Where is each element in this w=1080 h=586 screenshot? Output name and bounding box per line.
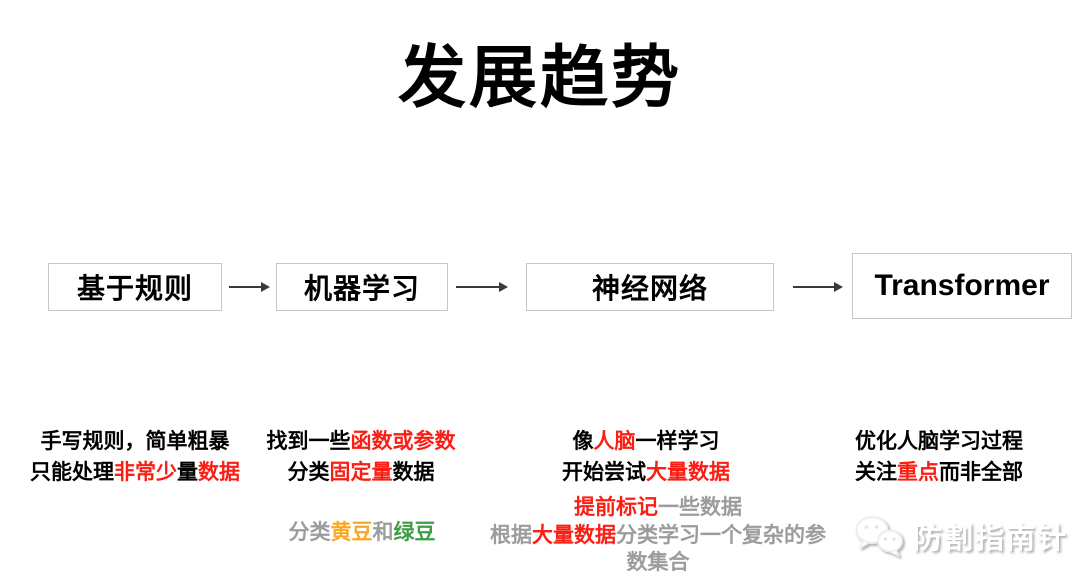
description-transformer: 优化人脑学习过程 关注重点而非全部: [830, 426, 1048, 488]
note-machine-learning: 分类黄豆和绿豆: [257, 519, 467, 547]
description-neural-network: 像人脑一样学习 开始尝试大量数据: [535, 426, 757, 488]
flow-arrow-1: [229, 282, 270, 292]
watermark: 防割指南针: [853, 514, 1068, 558]
description-line: 只能处理非常少量数据: [30, 461, 240, 484]
description-line: 像人脑一样学习: [572, 430, 720, 453]
note-line: 分类黄豆和绿豆: [288, 521, 436, 544]
flow-box-machine-learning: 机器学习: [276, 263, 448, 311]
description-rules: 手写规则，简单粗暴 只能处理非常少量数据: [15, 426, 255, 488]
wechat-icon: [853, 514, 905, 558]
description-line: 开始尝试大量数据: [562, 461, 730, 484]
note-line: 根据大量数据分类学习一个复杂的参: [490, 523, 826, 547]
flow-box-neural-network: 神经网络: [526, 263, 774, 311]
description-line: 关注重点而非全部: [855, 461, 1023, 484]
description-line: 优化人脑学习过程: [855, 430, 1023, 453]
note-line: 数集合: [626, 551, 690, 574]
flow-arrow-3: [793, 282, 843, 292]
flow-arrow-2: [456, 282, 508, 292]
flow-box-transformer: Transformer: [852, 253, 1072, 319]
description-line: 找到一些函数或参数: [266, 430, 456, 453]
flow-box-rules: 基于规则: [48, 263, 222, 311]
watermark-label: 防割指南针: [913, 523, 1069, 555]
page-title: 发展趋势: [397, 40, 682, 116]
description-machine-learning: 找到一些函数或参数 分类固定量数据: [255, 426, 467, 488]
description-line: 手写规则，简单粗暴: [40, 430, 230, 453]
note-line: 提前标记一些数据: [574, 496, 742, 519]
description-line: 分类固定量数据: [287, 461, 435, 484]
note-neural-network: 提前标记一些数据 根据大量数据分类学习一个复杂的参 数集合: [477, 494, 839, 577]
